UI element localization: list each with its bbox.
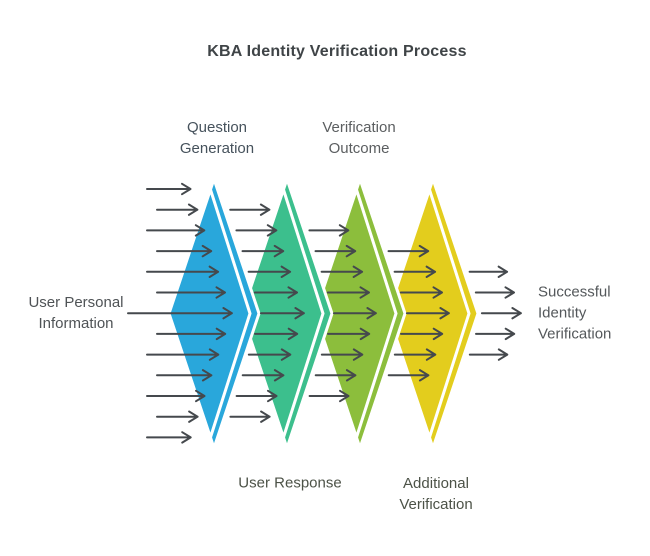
flow-arrow — [241, 244, 285, 258]
arrow-column-1 — [127, 182, 233, 444]
flow-arrow — [320, 348, 364, 361]
flow-arrow — [156, 410, 199, 423]
label-line: Verification — [322, 119, 396, 136]
flow-arrow — [468, 348, 509, 361]
flow-arrow — [327, 327, 371, 341]
diamond-stripe-user-response — [280, 184, 325, 443]
flow-arrow — [146, 348, 220, 361]
flow-arrow — [235, 224, 278, 237]
label-line: Outcome — [328, 140, 390, 157]
flow-arrow — [314, 369, 357, 382]
flow-arrow — [308, 389, 350, 403]
label-user-personal-information: User Personal Information — [28, 292, 123, 334]
label-line: Generation — [179, 140, 255, 157]
flow-arrow — [156, 369, 213, 382]
flow-arrow — [400, 327, 444, 341]
flow-arrow — [146, 265, 220, 278]
flow-arrow — [332, 307, 377, 320]
flow-arrow — [146, 224, 206, 237]
flow-arrow — [146, 389, 206, 403]
diamond-stripe-additional-verification — [426, 184, 471, 443]
label-line: Verification — [538, 325, 612, 343]
flow-arrow — [235, 389, 278, 403]
flow-arrow — [387, 369, 430, 382]
flow-arrow — [156, 244, 213, 258]
flow-arrow — [127, 307, 233, 320]
label-line: User Personal — [28, 294, 124, 311]
arrow-column-2 — [229, 203, 305, 423]
flow-arrow — [254, 327, 299, 341]
flow-arrow — [468, 265, 509, 278]
flow-arrow — [399, 286, 443, 299]
diagram-title: KBA Identity Verification Process — [207, 43, 467, 60]
flow-arrow — [247, 348, 292, 361]
diamond-stripe-verification-outcome — [353, 184, 398, 443]
flow-arrow — [393, 348, 437, 361]
flow-arrow — [241, 369, 285, 382]
label-additional-verification: Additional Verification — [399, 473, 472, 515]
arrow-column-4 — [387, 244, 450, 382]
label-question-generation: Question Generation — [180, 117, 254, 159]
label-line: Information — [38, 315, 114, 332]
flow-arrow — [253, 286, 298, 299]
label-line: Verification — [399, 496, 473, 513]
flow-arrow — [229, 410, 271, 423]
flow-arrow — [326, 286, 370, 299]
flow-arrow — [474, 286, 515, 299]
arrow-column-5 — [468, 265, 522, 361]
flow-arrow — [387, 244, 430, 258]
diamond-stripe-question-generation — [207, 184, 252, 443]
label-user-response: User Response — [238, 473, 341, 494]
label-line: Additional — [403, 475, 469, 492]
flow-arrow — [480, 307, 522, 320]
flow-arrow — [308, 224, 350, 237]
label-line: Successful — [538, 283, 611, 301]
flow-arrow — [314, 244, 357, 258]
label-line: Question — [186, 119, 248, 136]
label-line: Identity — [538, 304, 587, 322]
label-successful-identity-verification: Successful Identity Verification — [538, 282, 611, 345]
flow-arrow — [146, 182, 192, 196]
flow-arrow — [229, 203, 271, 216]
flow-arrow — [320, 265, 364, 278]
arrow-column-3 — [308, 224, 377, 403]
flow-arrow — [405, 307, 450, 320]
label-verification-outcome: Verification Outcome — [322, 117, 395, 159]
flow-arrow — [247, 265, 292, 278]
flow-arrow — [156, 203, 199, 216]
flow-arrow — [156, 286, 226, 299]
flow-arrow — [259, 307, 305, 320]
flow-arrow — [475, 327, 516, 341]
flow-arrow — [393, 265, 437, 278]
label-line: User Response — [238, 474, 342, 492]
flow-arrow — [146, 431, 192, 444]
flow-arrow — [156, 327, 227, 341]
